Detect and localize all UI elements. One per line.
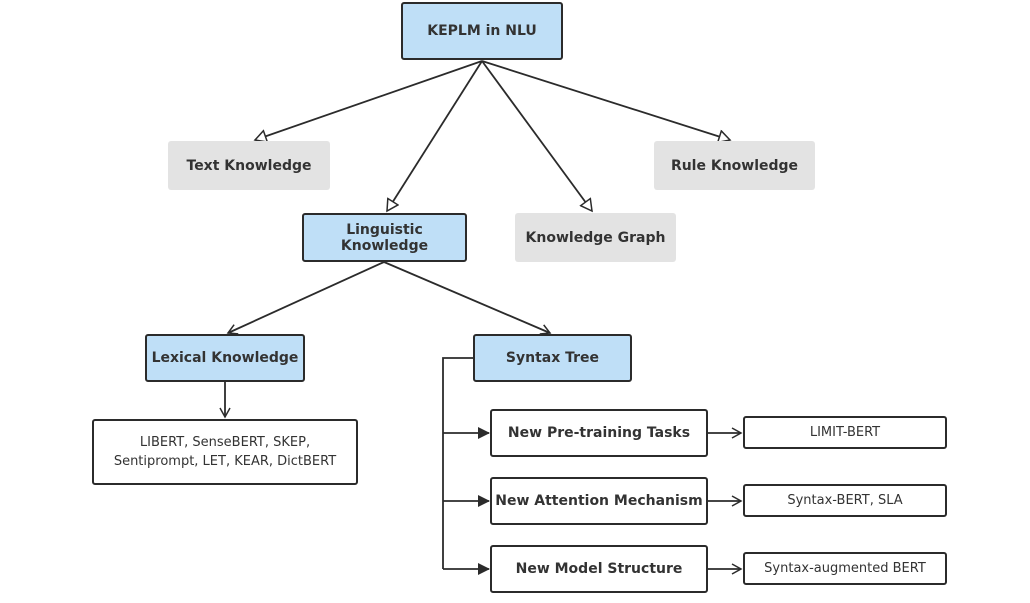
edge-linguistic-lexical: [226, 261, 385, 335]
models-node-attention: Syntax-BERT, SLA: [743, 484, 947, 517]
edge-syntax-bracket: [442, 357, 473, 569]
lexical-knowledge-node: Lexical Knowledge: [145, 334, 305, 382]
edge-root-rule-knowledge: [481, 60, 730, 140]
edge-root-text-knowledge: [255, 60, 483, 140]
linguistic-knowledge-node: Linguistic Knowledge: [302, 213, 467, 262]
task-node-attention: New Attention Mechanism: [490, 477, 708, 525]
task-node-structure: New Model Structure: [490, 545, 708, 593]
syntax-tree-node: Syntax Tree: [473, 334, 632, 382]
text-knowledge-node: Text Knowledge: [168, 141, 330, 190]
root-node: KEPLM in NLU: [401, 2, 563, 60]
models-node-structure: Syntax-augmented BERT: [743, 552, 947, 585]
lexical-models-node: LIBERT, SenseBERT, SKEP, Sentiprompt, LE…: [92, 419, 358, 485]
task-node-pretraining: New Pre-training Tasks: [490, 409, 708, 457]
rule-knowledge-node: Rule Knowledge: [654, 141, 815, 190]
knowledge-graph-node: Knowledge Graph: [515, 213, 676, 262]
models-node-pretraining: LIMIT-BERT: [743, 416, 947, 449]
edge-linguistic-syntax: [383, 261, 552, 335]
edge-root-linguistic-knowledge: [387, 60, 483, 211]
edge-root-knowledge-graph: [481, 60, 592, 211]
